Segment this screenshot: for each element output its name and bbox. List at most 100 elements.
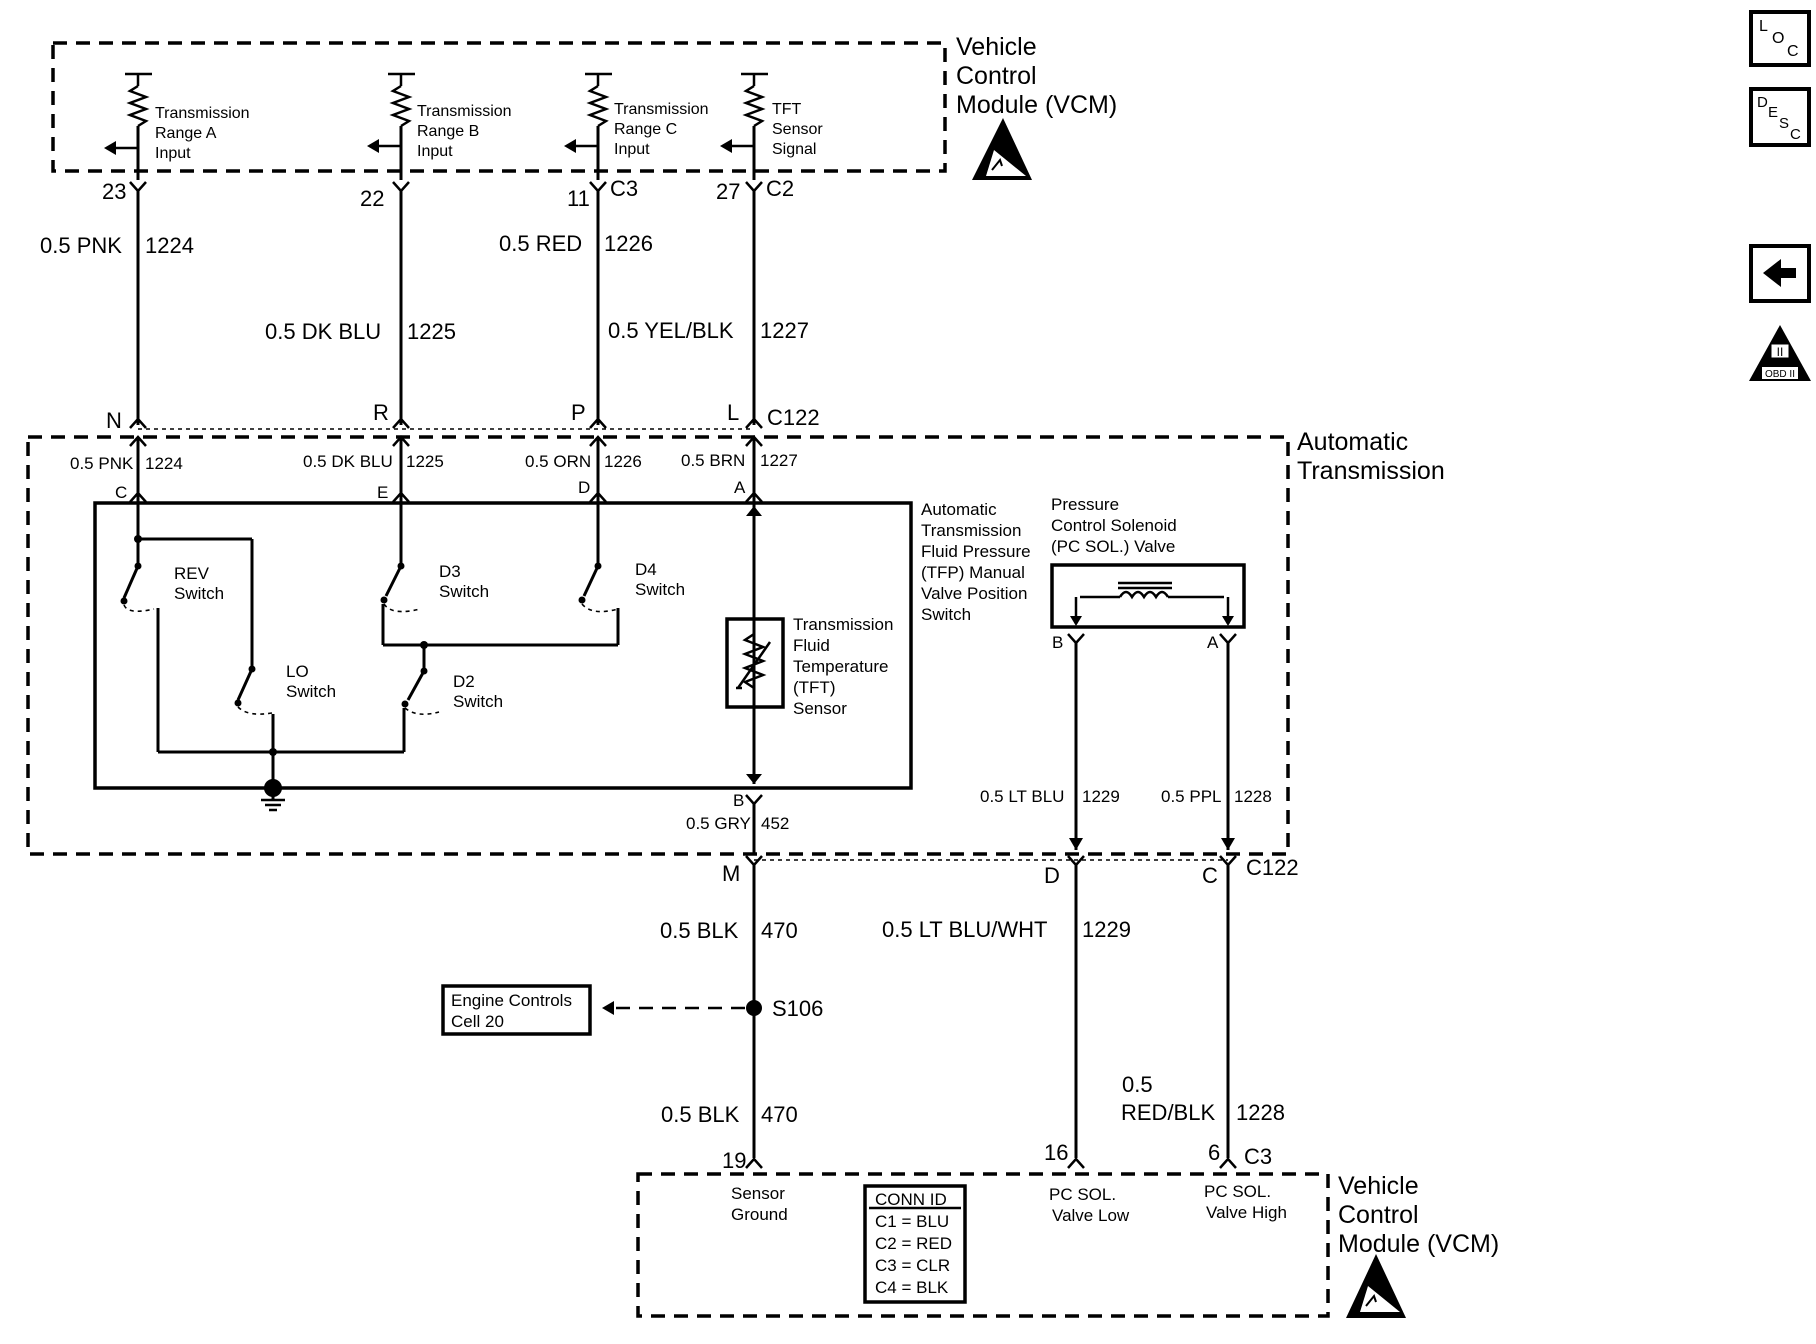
- circuit-1224: 1224: [145, 233, 194, 258]
- transmission-title-2: Transmission: [1297, 457, 1445, 485]
- inner-circuit-1227: 1227: [760, 451, 798, 470]
- pc-low-wire: 0.5 LT BLU/WHT: [882, 917, 1047, 942]
- pc-solenoid: Pressure Control Solenoid (PC SOL.) Valv…: [1050, 495, 1246, 850]
- rev-switch-label-1: REV: [174, 564, 210, 583]
- pc-pin-a: A: [1207, 633, 1219, 652]
- vcm-pin-23: 23: [102, 179, 126, 204]
- tft-pin-b: B: [733, 791, 744, 810]
- connector-mark: [129, 417, 147, 429]
- d2-switch-label-2: Switch: [453, 692, 503, 711]
- connector-mark: [129, 181, 147, 193]
- loc-l: L: [1759, 18, 1768, 35]
- circuit-1227: 1227: [760, 318, 809, 343]
- vcm-input-a-label-1: Transmission: [155, 105, 250, 122]
- circuit-1226: 1226: [604, 231, 653, 256]
- loc-o: O: [1772, 30, 1784, 47]
- connector-mark: [392, 491, 410, 503]
- vcm-top-title-1: Vehicle: [956, 33, 1037, 61]
- side-nav: L O C D E S C II OBD II: [1749, 10, 1811, 381]
- vcm-input-c-label-1: Transmission: [614, 101, 709, 118]
- rev-switch-label-2: Switch: [174, 584, 224, 603]
- c122-bottom-connector: M D C C122: [722, 855, 1299, 888]
- back-button[interactable]: [1749, 244, 1811, 303]
- tfp-label-6: Switch: [921, 605, 971, 624]
- transmission-boundary: [26, 435, 1290, 856]
- obd-ii-icon: [1749, 325, 1811, 381]
- inner-circuit-1225: 1225: [406, 452, 444, 471]
- pc-high-wire-2: RED/BLK: [1121, 1100, 1215, 1125]
- ground-upper-circuit: 470: [761, 918, 798, 943]
- vcm-top-module: Vehicle Control Module (VCM) Transmissio…: [51, 33, 1117, 211]
- conn-id-header: CONN ID: [875, 1190, 947, 1209]
- tfp-pin-d: D: [578, 478, 590, 497]
- esd-icon: [1346, 1254, 1406, 1318]
- obd-roman: II: [1777, 345, 1784, 359]
- vcm-input-b-label-3: Input: [417, 143, 453, 160]
- pc-high-circuit: 1228: [1236, 1100, 1285, 1125]
- wire-0-5-red: 0.5 RED: [499, 231, 582, 256]
- pc-low-label-1: PC SOL.: [1049, 1185, 1116, 1204]
- engine-controls-ref[interactable]: [441, 984, 592, 1036]
- tfp-label-2: Transmission: [921, 521, 1021, 540]
- connector-mark: [589, 417, 607, 429]
- d4-switch-label-2: Switch: [635, 580, 685, 599]
- vcm-input-range-c: Transmission Range C Input: [564, 72, 709, 180]
- tft-label-5: Sensor: [793, 699, 847, 718]
- tft-label-1: Transmission: [793, 615, 893, 634]
- vcm-bottom-title-3: Module (VCM): [1338, 1230, 1499, 1258]
- desc-button[interactable]: D E S C: [1749, 87, 1811, 147]
- vcm-input-range-a: Transmission Range A Input: [104, 72, 250, 180]
- sensor-ground-label-2: Ground: [731, 1205, 788, 1224]
- tft-sensor: Transmission Fluid Temperature (TFT) Sen…: [725, 506, 893, 784]
- desc-c: C: [1790, 126, 1801, 143]
- automatic-transmission: Automatic Transmission 0.5 PNK 1224 0.5 …: [26, 428, 1445, 856]
- ground-lower-circuit: 470: [761, 1102, 798, 1127]
- vcm-top-boundary: [51, 41, 947, 173]
- lo-switch: LO Switch: [234, 539, 336, 788]
- c122-pin-p: P: [571, 400, 586, 425]
- loc-button[interactable]: L O C: [1749, 10, 1811, 67]
- desc-e: E: [1768, 104, 1778, 121]
- d3-switch-label-1: D3: [439, 562, 461, 581]
- ground-icon: [261, 779, 285, 812]
- sensor-ground-label-1: Sensor: [731, 1184, 785, 1203]
- tft-label-3: Temperature: [793, 657, 888, 676]
- vcm-bottom-conn-c3: C3: [1244, 1144, 1272, 1169]
- inner-wire-0-5-orn: 0.5 ORN: [525, 452, 591, 471]
- tfp-pin-a: A: [734, 478, 746, 497]
- wire-0-5-pnk: 0.5 PNK: [40, 233, 122, 258]
- vcm-pin-19: 19: [722, 1148, 746, 1173]
- c122-pin-n: N: [106, 408, 122, 433]
- tfp-label-4: (TFP) Manual: [921, 563, 1025, 582]
- d3-switch-label-2: Switch: [439, 582, 489, 601]
- desc-d: D: [1757, 94, 1768, 111]
- loc-c: C: [1787, 43, 1799, 60]
- connector-mark: [392, 181, 410, 193]
- inner-wire-0-5-brn: 0.5 BRN: [681, 451, 745, 470]
- tfp-switch-box: [93, 501, 913, 790]
- pc-pin-b: B: [1052, 633, 1063, 652]
- vcm-input-tft-signal: TFT Sensor Signal: [720, 72, 823, 180]
- pc-low-inner-circuit: 1229: [1082, 787, 1120, 806]
- obd-ii-button[interactable]: II OBD II: [1749, 325, 1811, 381]
- splice-label: S106: [772, 996, 823, 1021]
- c122-pin-m: M: [722, 861, 740, 886]
- tfp-label-1: Automatic: [921, 500, 997, 519]
- vcm-bottom-boundary: [636, 1172, 1330, 1318]
- tft-return-wire: 0.5 GRY: [686, 814, 751, 833]
- vcm-bottom-title-1: Vehicle: [1338, 1172, 1419, 1200]
- inner-wire-0-5-pnk: 0.5 PNK: [70, 454, 134, 473]
- vcm-top-title-2: Control: [956, 62, 1037, 90]
- pc-label-2: Control Solenoid: [1051, 516, 1177, 535]
- pc-low-circuit: 1229: [1082, 917, 1131, 942]
- obd-label: OBD II: [1765, 369, 1795, 380]
- connector-mark: [745, 1157, 763, 1169]
- connector-mark: [1219, 633, 1237, 645]
- connector-mark: [1067, 633, 1085, 645]
- conn-id-c3: C3 = CLR: [875, 1256, 950, 1275]
- vcm-bottom-title-2: Control: [1338, 1201, 1419, 1229]
- connector-mark: [745, 417, 763, 429]
- connector-mark: [1067, 1157, 1085, 1169]
- c122-pin-c: C: [1202, 863, 1218, 888]
